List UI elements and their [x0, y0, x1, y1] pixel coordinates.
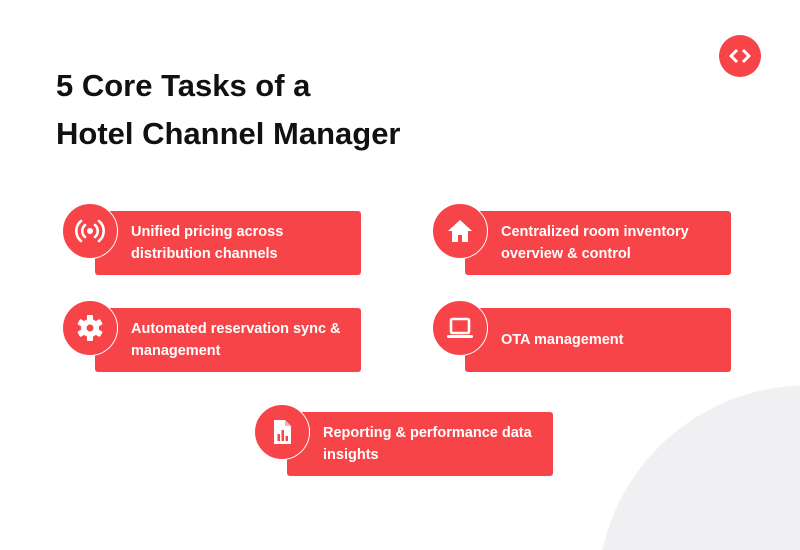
laptop-icon — [432, 300, 488, 356]
gear-icon — [62, 300, 118, 356]
task-label: Automated reservation sync & management — [95, 308, 361, 372]
task-card-ota-management: OTA management — [432, 300, 731, 372]
task-label: Unified pricing across distribution chan… — [95, 211, 361, 275]
title-line-1: 5 Core Tasks of a — [56, 68, 311, 103]
background-shape — [597, 385, 800, 550]
title-line-2: Hotel Channel Manager — [56, 116, 401, 151]
task-label: Reporting & performance data insights — [287, 412, 553, 476]
house-icon — [432, 203, 488, 259]
task-card-reporting: Reporting & performance data insights — [254, 404, 553, 476]
task-card-reservation-sync: Automated reservation sync & management — [62, 300, 361, 372]
code-brackets-icon — [719, 35, 761, 77]
report-chart-icon — [254, 404, 310, 460]
task-label: OTA management — [465, 308, 731, 372]
task-card-unified-pricing: Unified pricing across distribution chan… — [62, 203, 361, 275]
task-card-room-inventory: Centralized room inventory overview & co… — [432, 203, 731, 275]
broadcast-icon — [62, 203, 118, 259]
task-label: Centralized room inventory overview & co… — [465, 211, 731, 275]
page-title: 5 Core Tasks of a Hotel Channel Manager — [56, 62, 401, 158]
